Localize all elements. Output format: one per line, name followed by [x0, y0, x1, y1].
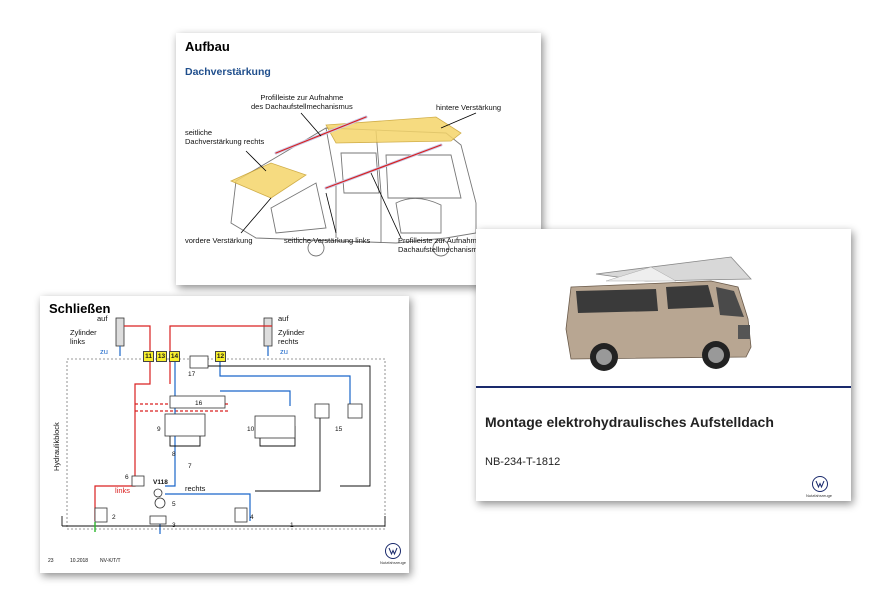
label-seitliche-links: seitliche Verstärkung links: [284, 236, 371, 245]
num-1: 1: [290, 522, 294, 529]
document-number: NB-234-T-1812: [485, 456, 561, 468]
van-illustration: [565, 256, 752, 371]
slide-subtitle: Dachverstärkung: [185, 66, 271, 78]
port-11: 11: [143, 351, 154, 362]
divider-rule: [476, 386, 851, 388]
num-5: 5: [172, 501, 176, 508]
num-2: 2: [112, 514, 116, 521]
label-rechts: rechts: [185, 484, 206, 493]
num-16: 16: [195, 400, 203, 407]
cyl-right-state: auf: [278, 314, 289, 323]
side-label: Hydraulikblock: [52, 422, 61, 471]
num-6: 6: [125, 474, 129, 481]
port-14: 14: [169, 351, 180, 362]
slide-schliessen[interactable]: Schließen: [40, 296, 409, 573]
num-17: 17: [188, 371, 196, 378]
brand-text: Nutzfahrzeuge: [380, 560, 407, 565]
num-7: 7: [188, 463, 192, 470]
port-12: 12: [215, 351, 226, 362]
slide-title-page[interactable]: Montage elektrohydraulisches Aufstelldac…: [476, 229, 851, 501]
label-hintere: hintere Verstärkung: [436, 103, 502, 112]
cyl-left-state: auf: [97, 314, 108, 323]
footer-dept: NV-K/T/T: [100, 558, 121, 564]
num-9: 9: [157, 426, 161, 433]
brand-text: Nutzfahrzeuge: [806, 493, 833, 498]
num-15: 15: [335, 426, 343, 433]
num-8: 8: [172, 451, 176, 458]
port-13: 13: [156, 351, 167, 362]
label-vordere: vordere Verstärkung: [185, 236, 253, 245]
vw-logo-icon: [385, 543, 401, 559]
label-v118: V118: [153, 479, 168, 486]
slide-aufbau[interactable]: Aufbau Dachverstärkung: [176, 33, 541, 285]
slide-title: Schließen: [49, 301, 111, 316]
num-4: 4: [250, 514, 254, 521]
num-3: 3: [172, 522, 176, 529]
footer-page: 23: [48, 558, 54, 564]
footer-date: 10.2018: [70, 558, 89, 564]
roof-diagram: [230, 112, 477, 257]
vw-logo-icon: [812, 476, 828, 492]
cyl-right-zu: zu: [280, 347, 288, 356]
label-links: links: [115, 486, 131, 495]
num-10: 10: [247, 426, 255, 433]
cyl-left-zu: zu: [100, 347, 108, 356]
slide-title: Aufbau: [185, 39, 230, 54]
hydraulic-schematic: [61, 317, 386, 534]
document-title: Montage elektrohydraulisches Aufstelldac…: [485, 414, 774, 430]
